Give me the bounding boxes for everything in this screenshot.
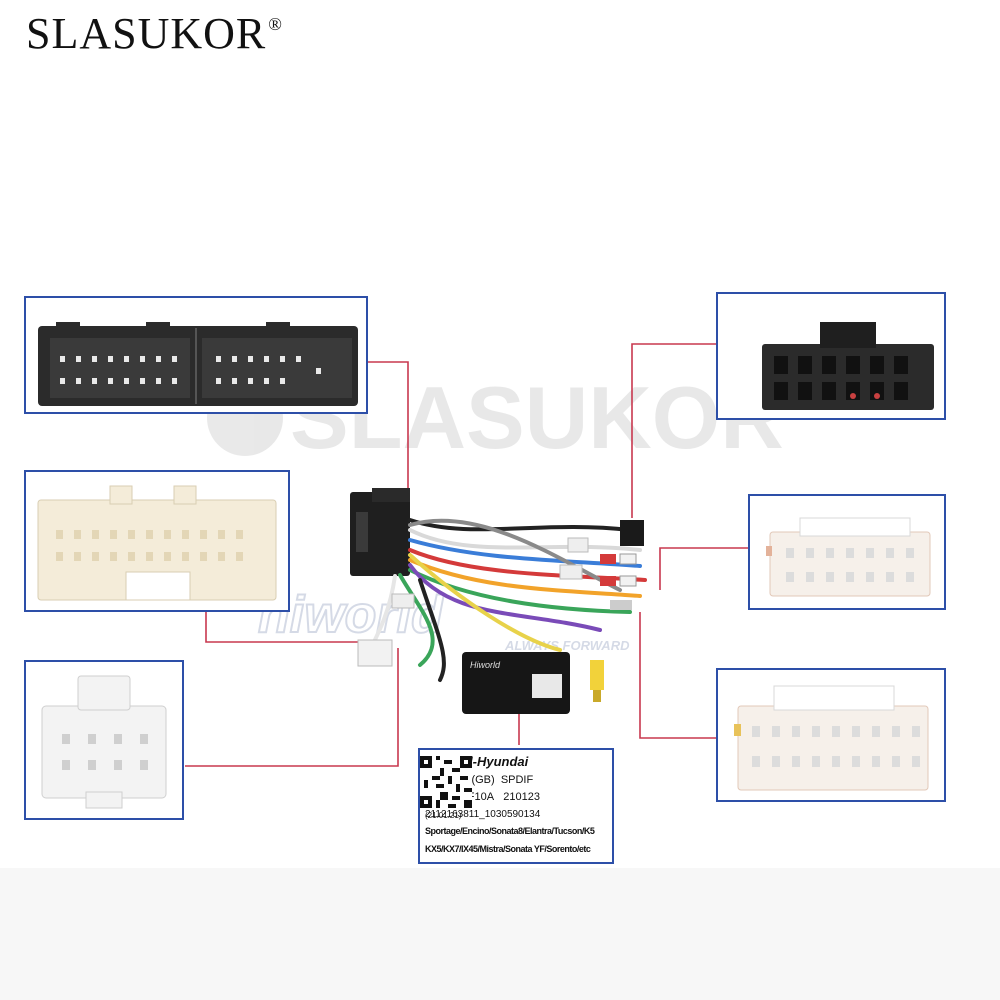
watermark-text: SLASUKOR [290, 368, 784, 467]
leader-lines [185, 343, 748, 767]
registered-mark: ® [268, 14, 283, 34]
connector-panel-top-left [24, 296, 368, 414]
module-brand: Hiworld [470, 660, 501, 670]
connector-panel-bottom-left [24, 660, 184, 820]
connector-panel-top-right [716, 292, 946, 420]
label-spdif: SPDIF [500, 774, 534, 786]
brand-logo: SLASUKOR® [26, 8, 283, 59]
label-date: 210123 [503, 791, 540, 803]
bottom-background [0, 868, 1000, 1000]
black-connector-32pin [38, 322, 358, 406]
white-connector-14pin [766, 517, 931, 597]
label-models-2: KX5/KX7/IX45/Mistra/Sonata YF/Sorento/et… [425, 844, 591, 854]
white-connector-24pin [37, 485, 277, 601]
wire-harness: Hiworld [350, 488, 647, 714]
product-label: Hiworld-Hyundai HYF2.20 (GB) SPDIF H1S8H… [418, 748, 614, 864]
connector-panel-mid-left [24, 470, 290, 612]
qr-code [420, 756, 472, 808]
white-connector-18pin [734, 685, 929, 791]
label-stamp: (21.01.21) [425, 811, 462, 820]
tagline: ALWAYS FORWARD [504, 638, 630, 653]
label-serial: 2112163811_1030590134 [425, 809, 541, 820]
black-connector-16pin [762, 322, 934, 410]
label-models-1: Sportage/Encino/Sonata8/Elantra/Tucson/K… [425, 826, 595, 836]
brand-name: SLASUKOR [26, 9, 267, 58]
connector-panel-mid-right [748, 494, 946, 610]
connector-panel-bottom-right [716, 668, 946, 802]
white-connector-8pin [41, 675, 167, 809]
